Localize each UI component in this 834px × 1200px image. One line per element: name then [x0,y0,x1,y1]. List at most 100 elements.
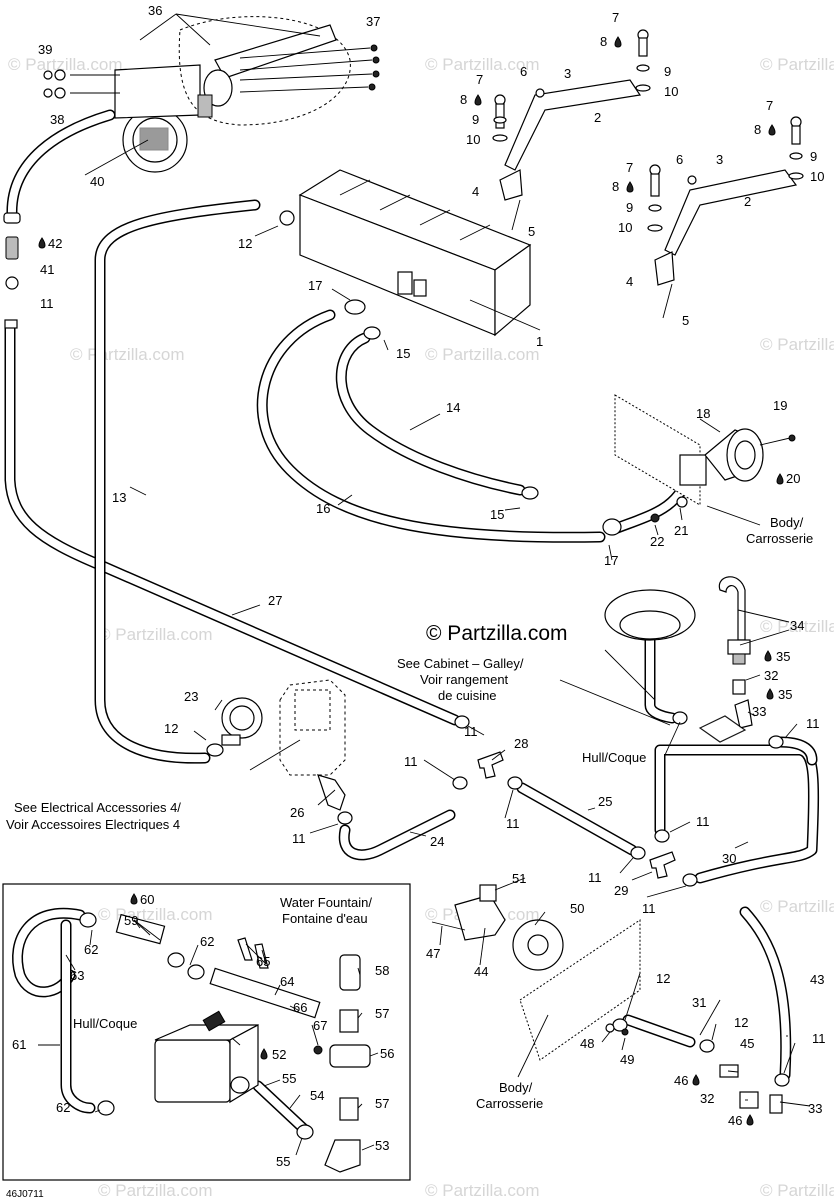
callout-label: 1 [536,334,543,349]
callout-label: 8 [612,179,619,194]
watermark-text: © Partzilla.com [98,625,213,644]
callout-label: 52 [272,1047,286,1062]
callout-label: 64 [280,974,294,989]
callout-label: 16 [316,501,330,516]
callout-label: 25 [598,794,612,809]
callout-label: 9 [664,64,671,79]
callout-label: 17 [604,553,618,568]
callout-label: 35 [778,687,792,702]
callout-label: 66 [293,1000,307,1015]
callout-label: 44 [474,964,488,979]
drop-icon [260,1048,268,1060]
callout-label: 11 [642,901,656,916]
drop-icon [776,473,784,485]
callout-label: 36 [148,3,162,18]
callout-label: 11 [292,831,306,846]
drop-icon [38,237,46,249]
callout-label: 24 [430,834,444,849]
callout-label: 5 [682,313,689,328]
callout-label: 11 [506,816,520,831]
callout-label: 12 [164,721,178,736]
callout-label: 19 [773,398,787,413]
water-pump [221,679,346,811]
callout-label: 11 [588,870,602,885]
electrical-note-1: See Electrical Accessories 4/ [14,800,181,815]
watermark-text: © Partzilla.com [8,55,123,74]
tee-fittings [477,751,676,879]
callout-label: 9 [626,200,633,215]
callout-label: 2 [594,110,601,125]
callout-label: 12 [656,971,670,986]
fitting-41 [3,212,21,329]
callout-label: 62 [56,1100,70,1115]
callout-label: 33 [752,704,766,719]
leader-lines [38,13,811,1156]
callout-label: 55 [276,1154,290,1169]
callout-label: 30 [722,851,736,866]
callout-label: 6 [676,152,683,167]
callout-label: 8 [754,122,761,137]
callout-label: 55 [282,1071,296,1086]
callout-label: 11 [40,296,54,311]
callout-label: 11 [696,814,710,829]
callout-label: 6 [520,64,527,79]
callout-label: 47 [426,946,440,961]
callout-numbers: 36 37 39 38 40 42 41 11 12 17 15 1 14 13… [12,3,826,1169]
water-fountain-inset [2,883,411,1181]
callout-label: 4 [626,274,633,289]
watermark-text: © Partzilla.com [760,617,834,636]
callout-label: 15 [396,346,410,361]
callout-label: 48 [580,1036,594,1051]
watermark-text: © Partzilla.com [98,1181,213,1200]
callout-label: 46 [728,1113,742,1128]
callout-label: 37 [366,14,380,29]
fountain-note-2: Fontaine d'eau [282,911,368,926]
callout-label: 10 [664,84,678,99]
callout-label: 60 [140,892,154,907]
callout-label: 11 [464,724,478,739]
callout-label: 31 [692,995,706,1010]
hose-layer [4,109,820,1136]
watermark-text: © Partzilla.com [760,1181,834,1200]
callout-label: 28 [514,736,528,751]
callout-label: 7 [626,160,633,175]
callout-label: 42 [48,236,62,251]
drop-icon [626,181,634,193]
callout-label: 22 [650,534,664,549]
body-note-fr: Carrosserie [746,531,813,546]
callout-label: 40 [90,174,104,189]
drop-icon [474,94,482,106]
watermark-text: © Partzilla.com [425,345,540,364]
callout-label: 65 [256,954,270,969]
callout-label: 20 [786,471,800,486]
callout-label: 4 [472,184,479,199]
watermark-layer: © Partzilla.com © Partzilla.com © Partzi… [8,55,834,1200]
callout-label: 38 [50,112,64,127]
callout-label: 26 [290,805,304,820]
callout-label: 7 [766,98,773,113]
drop-icon [692,1074,700,1086]
drop-icon [764,650,772,662]
watermark-text: © Partzilla.com [98,905,213,924]
callout-label: 43 [810,972,824,987]
callout-label: 14 [446,400,460,415]
watermark-text: © Partzilla.com [425,55,540,74]
callout-label: 10 [466,132,480,147]
callout-label: 39 [38,42,52,57]
brand-text: © Partzilla.com [426,622,568,645]
callout-label: 9 [472,112,479,127]
callout-label: 56 [380,1046,394,1061]
callout-label: 7 [476,72,483,87]
callout-label: 59 [124,913,138,928]
sealant-drop-icons [38,36,784,1126]
callout-label: 10 [618,220,632,235]
callout-label: 9 [810,149,817,164]
callout-label: 62 [200,934,214,949]
callout-label: 29 [614,883,628,898]
callout-label: 13 [112,490,126,505]
callout-label: 15 [490,507,504,522]
callout-label: 5 [528,224,535,239]
filler-screws [43,44,380,99]
callout-label: 32 [700,1091,714,1106]
